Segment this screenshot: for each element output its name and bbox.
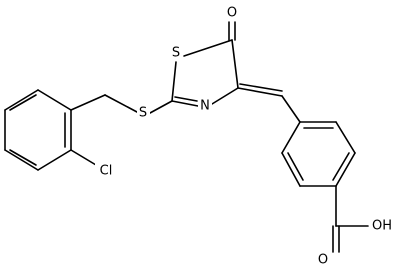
ring-sulfur-label: S bbox=[172, 46, 180, 61]
carbonyl-oxygen-label: O bbox=[318, 253, 328, 268]
hydroxyl-label: OH bbox=[372, 219, 392, 234]
oxo-oxygen-atom: O bbox=[225, 5, 239, 21]
bond-s-to-ch2 bbox=[104, 94, 138, 113]
chlorine-atom: Cl bbox=[95, 163, 117, 179]
bond-layer bbox=[4, 21, 369, 253]
bond-ring3-c6-c1 bbox=[281, 121, 301, 154]
bond-exo-c4-to-ch-double bbox=[239, 83, 283, 92]
bond-ring3-c2-c3 bbox=[335, 121, 356, 154]
bond-ring-s1-to-c2 bbox=[171, 61, 177, 102]
ring-nitrogen-atom: N bbox=[198, 98, 212, 114]
oxo-oxygen-label: O bbox=[227, 6, 237, 21]
ring-nitrogen-label: N bbox=[200, 99, 210, 114]
chlorine-label: Cl bbox=[100, 164, 113, 179]
thioether-sulfur-atom: S bbox=[137, 105, 150, 121]
atom-label-layer: O S N S Cl O O bbox=[95, 5, 398, 268]
ring-sulfur-atom: S bbox=[170, 45, 183, 61]
bond-ring3-inner-c bbox=[287, 152, 304, 181]
bond-ring2-c3-c4 bbox=[4, 149, 39, 171]
bond-ring2-c5-c6 bbox=[4, 89, 39, 111]
bond-ring3-c3-c4 bbox=[335, 152, 356, 187]
bond-ring-c2-to-n3 bbox=[171, 100, 199, 107]
bond-ch-to-aryl bbox=[281, 95, 301, 123]
bond-ch2-to-aryl bbox=[70, 94, 106, 111]
bond-ring3-inner-b bbox=[332, 152, 350, 181]
bond-exo-c4-to-ch bbox=[237, 87, 283, 97]
bond-c-to-cl bbox=[70, 149, 97, 166]
bond-ring-n3-to-c4 bbox=[211, 87, 239, 105]
bond-ring2-c2-c3 bbox=[37, 149, 72, 171]
bond-ring-c4-to-c5 bbox=[231, 39, 239, 89]
bond-ring2-inner-b bbox=[9, 149, 37, 166]
hydroxyl-group: OH bbox=[370, 218, 398, 234]
bond-ring-c5-to-s1 bbox=[183, 39, 233, 57]
bond-ring3-c5-c6 bbox=[281, 152, 301, 187]
thioether-sulfur-label: S bbox=[139, 106, 147, 121]
bond-ring2-inner-c bbox=[9, 94, 37, 111]
bond-ring2-c6-c1 bbox=[37, 89, 72, 111]
bond-ring-c2-to-n3-double bbox=[174, 96, 198, 102]
bond-c2-to-s bbox=[149, 100, 173, 114]
carbonyl-oxygen-atom: O bbox=[316, 252, 330, 268]
